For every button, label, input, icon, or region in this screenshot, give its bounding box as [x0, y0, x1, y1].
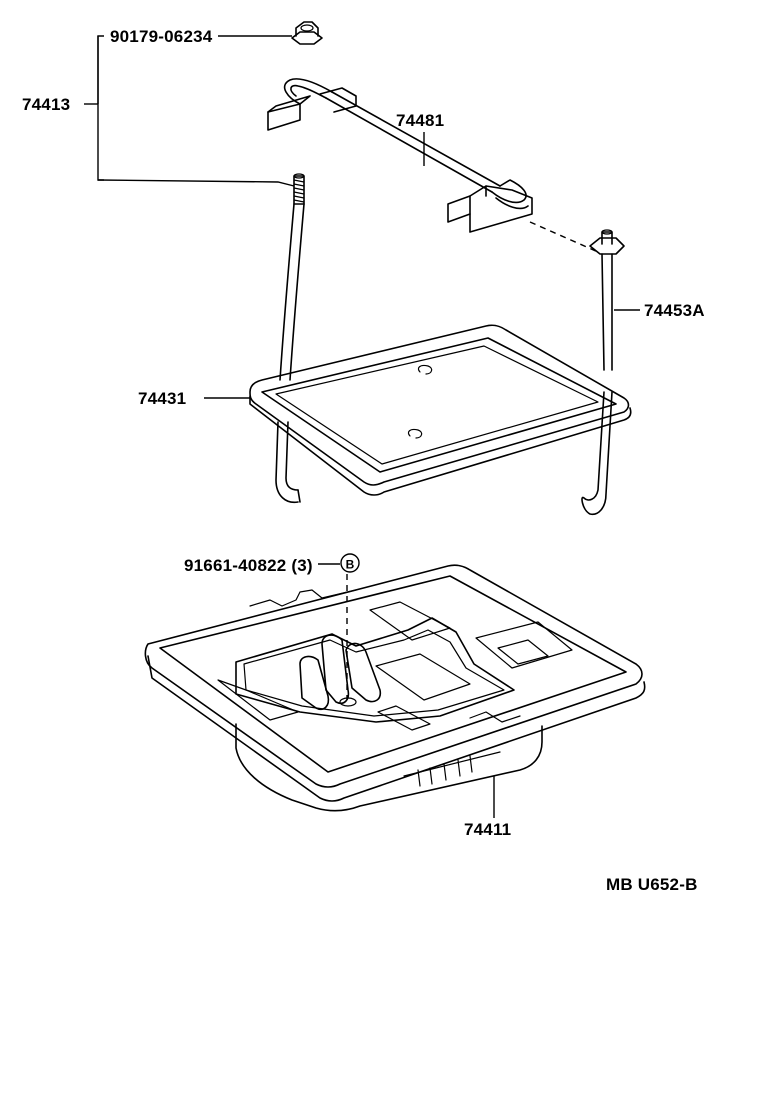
label-74481: 74481	[396, 111, 444, 130]
bolt-b-marker-text: B	[346, 558, 355, 572]
label-74431: 74431	[138, 389, 186, 408]
battery-hold-down-clamp-part	[267, 78, 533, 233]
figure-code-label: MB U652-B	[606, 875, 698, 894]
label-74411: 74411	[464, 820, 511, 839]
left-hold-down-rod-part	[275, 173, 305, 504]
lower-battery-tray-part	[144, 564, 646, 812]
right-hold-down-rod-part	[581, 229, 625, 516]
assembly-dashed-line	[529, 221, 599, 253]
bolt-b-marker: B	[340, 553, 360, 573]
label-90179-06234: 90179-06234	[110, 27, 213, 46]
label-74453a: 74453A	[644, 301, 705, 320]
upper-battery-tray-part	[249, 324, 632, 496]
flange-nut-part	[291, 21, 323, 45]
label-74413: 74413	[22, 95, 70, 114]
leader-lines	[84, 35, 640, 818]
label-91661-40822: 91661-40822 (3)	[184, 556, 313, 575]
